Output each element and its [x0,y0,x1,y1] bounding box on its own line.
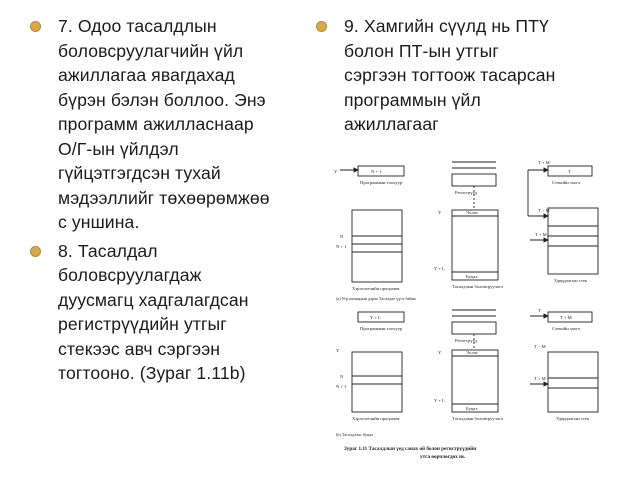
svg-text:Программын тоолуур: Программын тоолуур [360,180,403,185]
interrupt-memory-diagram: N + 1 Программын тоолуур Регистрүүд T Ст… [334,160,599,460]
svg-text:T − M: T − M [538,208,550,213]
user-program-block [351,209,403,283]
svg-text:N: N [340,374,344,379]
svg-text:(b) Тасалдлаас буцах: (b) Тасалдлаас буцах [336,432,374,437]
bullet-text: 8. Тасалдал боловсруулагдаж дуусмагц хад… [58,240,249,384]
svg-text:N: N [340,234,344,239]
bullet-dot-icon [316,21,327,32]
bullet-dot-icon [30,21,41,32]
svg-text:Буцах: Буцах [466,274,478,279]
svg-text:Y: Y [336,348,340,353]
svg-text:Y: Y [438,210,442,215]
program-counter-box [357,311,405,323]
svg-text:Y + L: Y + L [434,266,445,271]
bullet-item-7: 7. Одоо тасалдлын боловсруулагчийн үйл а… [26,14,316,235]
right-column: 9. Хамгийн сүүлд нь ПТҮ болон ПТ-ын утгы… [312,14,632,141]
user-program-block [351,351,403,413]
bullet-item-9: 9. Хамгийн сүүлд нь ПТҮ болон ПТ-ын утгы… [312,14,632,137]
registers-box [451,321,497,335]
panel-b-labels: Y + L Программын тоолуур Регистрүүд T + … [336,308,590,437]
bullet-item-8: 8. Тасалдал боловсруулагдаж дуусмагц хад… [26,239,316,386]
svg-text:T + M: T + M [534,376,546,381]
svg-text:(a) N-р командын дараа Тасалд: (a) N-р командын дараа Тасалдал үүсч бай… [336,296,416,301]
bullet-text: 9. Хамгийн сүүлд нь ПТҮ болон ПТ-ын утгы… [344,16,556,134]
svg-text:T: T [568,169,571,174]
figure-caption: Зураг 1.11 Тасалдлын үед санах ой болон … [344,445,476,460]
svg-text:N + 1: N + 1 [371,169,382,174]
svg-text:Y: Y [334,169,338,174]
svg-text:Стекийн заагч: Стекийн заагч [552,326,581,331]
interrupt-handler-block [451,349,499,413]
panel-a-labels: N + 1 Программын тоолуур Регистрүүд T Ст… [334,160,588,301]
svg-text:Эхлэх: Эхлэх [466,350,478,355]
svg-text:T + M: T + M [560,315,572,320]
svg-text:T: T [538,308,541,313]
svg-text:N + 1: N + 1 [336,384,347,389]
svg-text:T + M: T + M [535,232,547,237]
svg-text:Y + L: Y + L [370,315,381,320]
svg-text:Тасалдлын боловсруулагч: Тасалдлын боловсруулагч [452,284,504,289]
bullet-text: 7. Одоо тасалдлын боловсруулагчийн үйл а… [58,16,270,232]
panel-a [340,161,599,283]
svg-text:Программын тоолуур: Программын тоолуур [360,326,403,331]
svg-text:Хэрэглэгчийн программ: Хэрэглэгчийн программ [352,416,399,421]
svg-text:Y + L: Y + L [434,398,445,403]
svg-text:утга өөрчлөгдөх нь: утга өөрчлөгдөх нь [420,454,465,460]
svg-text:Регистрүүд: Регистрүүд [455,190,478,195]
svg-text:Удирдлагын стек: Удирдлагын стек [556,416,590,421]
svg-text:Стекийн заагч: Стекийн заагч [552,180,581,185]
svg-text:Y: Y [438,350,442,355]
interrupt-handler-block [451,209,499,281]
registers-box [451,173,497,187]
control-stack-block [547,351,599,413]
panel-b [351,309,599,413]
svg-text:Регистрүүд: Регистрүүд [455,338,478,343]
svg-text:N + 1: N + 1 [336,244,347,249]
bullet-dot-icon [30,245,41,257]
svg-text:Удирдлагын стек: Удирдлагын стек [554,278,588,283]
svg-text:Тасалдлын боловсруулагч: Тасалдлын боловсруулагч [452,416,504,421]
control-stack-block [547,207,599,275]
svg-text:Буцах: Буцах [466,406,478,411]
svg-text:Хэрэглэгчийн программ: Хэрэглэгчийн программ [352,286,399,291]
svg-text:T + M: T + M [538,160,550,165]
left-column: 7. Одоо тасалдлын боловсруулагчийн үйл а… [26,14,316,390]
svg-text:Зураг 1.11 Тасалдлын үед сана: Зураг 1.11 Тасалдлын үед санах ой болон … [344,445,476,452]
svg-text:Эхлэх: Эхлэх [466,210,478,215]
svg-text:T − M: T − M [534,344,546,349]
